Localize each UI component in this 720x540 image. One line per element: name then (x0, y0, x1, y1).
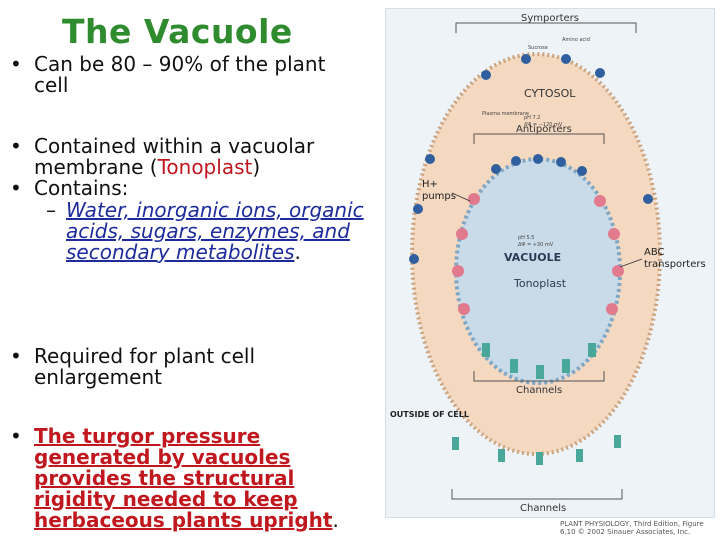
sucrose-label: Sucrose (528, 45, 548, 51)
bullet-text: Required for plant cell enlargement (34, 344, 256, 389)
channels-bottom-label: Channels (520, 503, 566, 514)
channels-label: Channels (516, 385, 562, 396)
sub-bullet-end: . (294, 240, 301, 264)
bullet-glyph: • (10, 176, 22, 200)
bullet-glyph: • (10, 52, 22, 76)
vacuole-ph: pH 5.5 (518, 235, 534, 241)
vacuole-transport-figure: Symporters Sucrose Amino acid CYTOSOL Pl… (385, 8, 715, 518)
outside-cell-label: OUTSIDE OF CELL (390, 410, 469, 419)
bullet-text: Contains: (34, 176, 129, 200)
symporters-label: Symporters (521, 13, 579, 24)
abc-label-2: transporters (644, 259, 706, 270)
h-pumps-label-2: pumps (422, 191, 456, 202)
tonoplast-term: Tonoplast (157, 155, 253, 179)
bullet-text-part: Contained within a vacuolar membrane ( (34, 134, 315, 179)
symporters-bracket (455, 22, 637, 33)
amino-acid-label: Amino acid (562, 37, 590, 43)
tonoplast-label: Tonoplast (513, 277, 567, 290)
abc-pointer (619, 258, 643, 268)
channels-bottom-bracket (451, 489, 623, 500)
antiporters-bracket (473, 133, 605, 144)
plasma-membrane-label: Plasma membrane (482, 111, 529, 117)
sub-bullet-dash: – (46, 198, 56, 222)
cytosol-label: CYTOSOL (524, 87, 576, 100)
vacuole-label: VACUOLE (504, 251, 561, 264)
figure-caption: PLANT PHYSIOLOGY, Third Edition, Figure … (560, 520, 704, 536)
bullet-text-part: ) (252, 155, 261, 179)
contents-list: Water, inorganic ions, organic acids, su… (66, 198, 364, 264)
slide-title: The Vacuole (62, 12, 293, 51)
bullet-glyph: • (10, 344, 22, 368)
bullet-text: Contained within a vacuolar membrane (To… (34, 136, 364, 178)
plasma-membrane-transporters (409, 54, 653, 465)
channels-bracket (473, 371, 605, 382)
h-pumps-pointer (451, 192, 471, 202)
h-pumps-label-1: H+ (422, 179, 438, 190)
cell-diagram: Symporters Sucrose Amino acid CYTOSOL Pl… (390, 13, 706, 514)
bullet-text-end: . (332, 508, 339, 532)
cytosol-potential: ΔΨ = −120 mV (524, 122, 563, 128)
bullet-text: Can be 80 – 90% of the plant cell (34, 52, 326, 97)
vacuole-potential: ΔΨ = +30 mV (518, 242, 554, 248)
turgor-statement: The turgor pressure generated by vacuole… (34, 424, 333, 532)
antiporters-label: Antiporters (516, 124, 572, 135)
tonoplast-transporters (452, 154, 624, 379)
sub-bullet-text: Water, inorganic ions, organic acids, su… (66, 200, 366, 263)
bullet-glyph: • (10, 134, 22, 158)
abc-label-1: ABC (644, 247, 665, 258)
bullet-glyph: • (10, 424, 22, 448)
bullet-text: The turgor pressure generated by vacuole… (34, 426, 344, 531)
cytosol-ph: pH 7.2 (524, 115, 540, 121)
